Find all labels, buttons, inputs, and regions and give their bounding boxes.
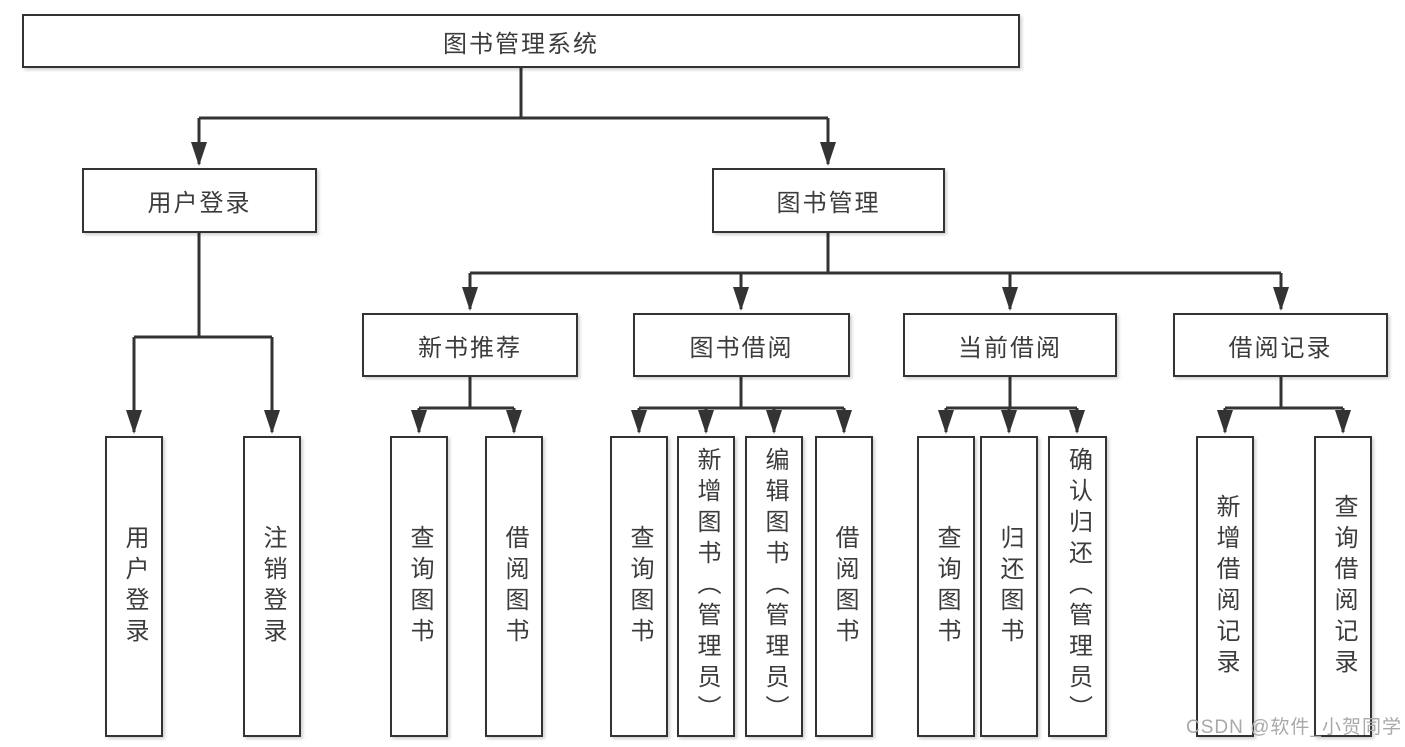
node-borrow-records: 借阅记录: [1173, 313, 1388, 377]
leaf-newrec-query-books: 查询图书: [390, 436, 448, 737]
leaf-borrow-edit-book-admin: 编辑图书（管理员）: [745, 436, 803, 737]
node-new-book-recommend: 新书推荐: [362, 313, 578, 377]
node-book-borrow: 图书借阅: [633, 313, 850, 377]
node-user-login: 用户登录: [82, 168, 317, 233]
leaf-newrec-borrow-books: 借阅图书: [485, 436, 543, 737]
csdn-watermark: CSDN @软件_小贺同学: [1186, 717, 1402, 738]
leaf-current-query-books: 查询图书: [917, 436, 975, 737]
node-current-borrow: 当前借阅: [903, 313, 1117, 377]
arrowhead-icons: [126, 142, 1351, 434]
leaf-borrow-query-books: 查询图书: [610, 436, 668, 737]
leaf-logout: 注销登录: [243, 436, 301, 737]
leaf-borrow-borrow-books: 借阅图书: [815, 436, 873, 737]
leaf-records-query-record: 查询借阅记录: [1314, 436, 1372, 737]
leaf-borrow-add-book-admin: 新增图书（管理员）: [677, 436, 735, 737]
leaf-current-confirm-return-admin: 确认归还（管理员）: [1048, 436, 1107, 737]
leaf-current-return-book: 归还图书: [980, 436, 1038, 737]
leaf-records-add-record: 新增借阅记录: [1196, 436, 1254, 737]
leaf-user-login: 用户登录: [105, 436, 163, 737]
node-book-management: 图书管理: [712, 168, 945, 233]
node-root: 图书管理系统: [22, 14, 1020, 68]
